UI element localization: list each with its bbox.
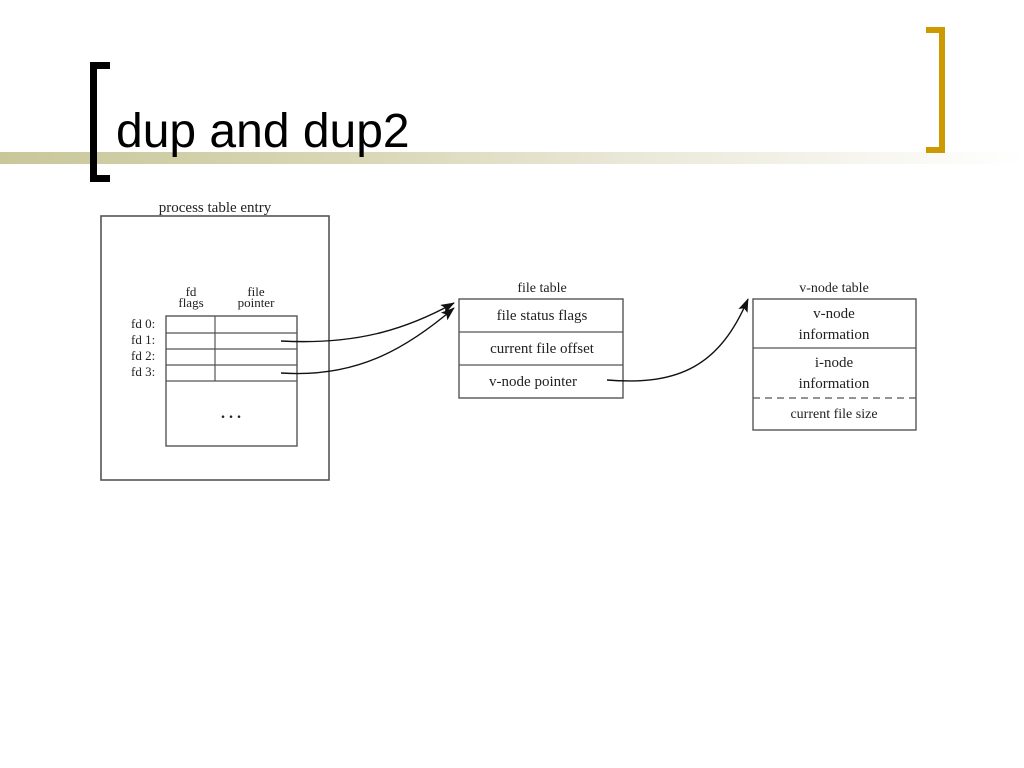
fd-flags-header-line2: flags [178, 295, 203, 310]
vnode-info-line2: information [799, 327, 870, 343]
vnode-table-title: v-node table [799, 281, 869, 296]
fd3-to-file-table-arrow [280, 307, 455, 375]
process-table-title: process table entry [159, 200, 272, 216]
current-file-size-field: current file size [790, 407, 877, 422]
vnode-table: v-node table v-node information i-node i… [752, 281, 917, 431]
slide-title: dup and dup2 [116, 105, 410, 158]
file-table-border [458, 298, 624, 399]
file-pointer-header-line1: file [247, 284, 265, 299]
inode-info-line1: i-node [815, 355, 854, 371]
current-file-offset-field: current file offset [490, 341, 595, 357]
vnode-table-border [752, 298, 917, 431]
vnode-info-line1: v-node [813, 306, 855, 322]
fd1-to-file-table-arrow [280, 302, 455, 343]
inode-info-line2: information [799, 376, 870, 392]
vnode-pointer-to-vnode-table-arrow [606, 298, 749, 382]
left-bracket-decoration [90, 62, 110, 182]
fd-table-ellipsis: . . . [221, 405, 241, 422]
fd-row-label-3: fd 3: [131, 364, 155, 379]
fd-flags-header-line1: fd [186, 284, 197, 299]
file-pointer-header-line2: pointer [238, 295, 275, 310]
fd-row-label-2: fd 2: [131, 348, 155, 363]
fd-row-label-1: fd 1: [131, 332, 155, 347]
right-bracket-decoration [926, 27, 945, 153]
file-status-flags-field: file status flags [497, 308, 588, 324]
fd-row-label-0: fd 0: [131, 316, 155, 331]
file-table: file table file status flags current fil… [458, 281, 624, 399]
title-underline-bar [0, 152, 1024, 164]
vnode-pointer-field: v-node pointer [489, 374, 577, 390]
process-table-entry: process table entry fd flags file pointe… [100, 200, 330, 481]
process-table-border [100, 215, 330, 481]
file-table-title: file table [517, 281, 566, 296]
